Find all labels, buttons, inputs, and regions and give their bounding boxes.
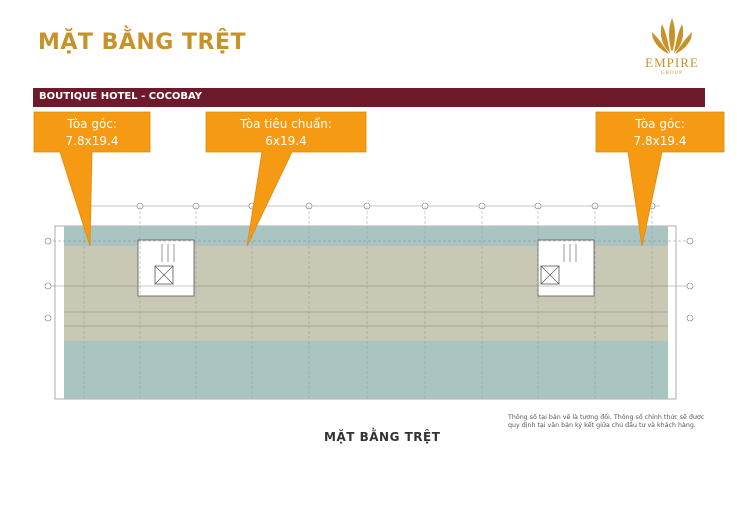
grid-markers-side [44, 237, 694, 322]
banner: BOUTIQUE HOTEL - COCOBAY [33, 88, 705, 107]
callout-shape-right [595, 111, 725, 247]
grid-lines-horizontal [48, 240, 690, 327]
plan-note: Thông số tại bản vẽ là tương đối. Thông … [508, 414, 705, 430]
corridor-bottom [64, 341, 668, 399]
plan-label: MẶT BẰNG TRỆT [324, 430, 441, 444]
callout-right-line1: Tòa góc: [635, 117, 685, 131]
logo-text: EMPIRE [645, 55, 699, 70]
callout-left-line1: Tòa góc: [67, 117, 117, 131]
callout-right-line2: 7.8x19.4 [633, 134, 687, 148]
callout-shape-left [33, 111, 151, 247]
callout-middle-line1: Tòa tiêu chuẩn: [240, 117, 332, 131]
logo-subtext: GROUP [661, 71, 683, 76]
callout-left-line2: 7.8x19.4 [65, 134, 119, 148]
callout-shape-middle [205, 111, 367, 247]
banner-text: BOUTIQUE HOTEL - COCOBAY [39, 91, 203, 102]
callout-right: Tòa góc: 7.8x19.4 [596, 116, 724, 150]
stair-core-left [137, 239, 195, 297]
grid-lines-vertical [83, 206, 653, 400]
empire-logo-icon [652, 18, 692, 54]
callout-middle: Tòa tiêu chuẩn: 6x19.4 [206, 116, 366, 150]
callout-middle-line2: 6x19.4 [265, 134, 307, 148]
stair-core-right [537, 239, 595, 297]
page-title: MẶT BẰNG TRỆT [38, 30, 246, 55]
callout-left: Tòa góc: 7.8x19.4 [34, 116, 150, 150]
